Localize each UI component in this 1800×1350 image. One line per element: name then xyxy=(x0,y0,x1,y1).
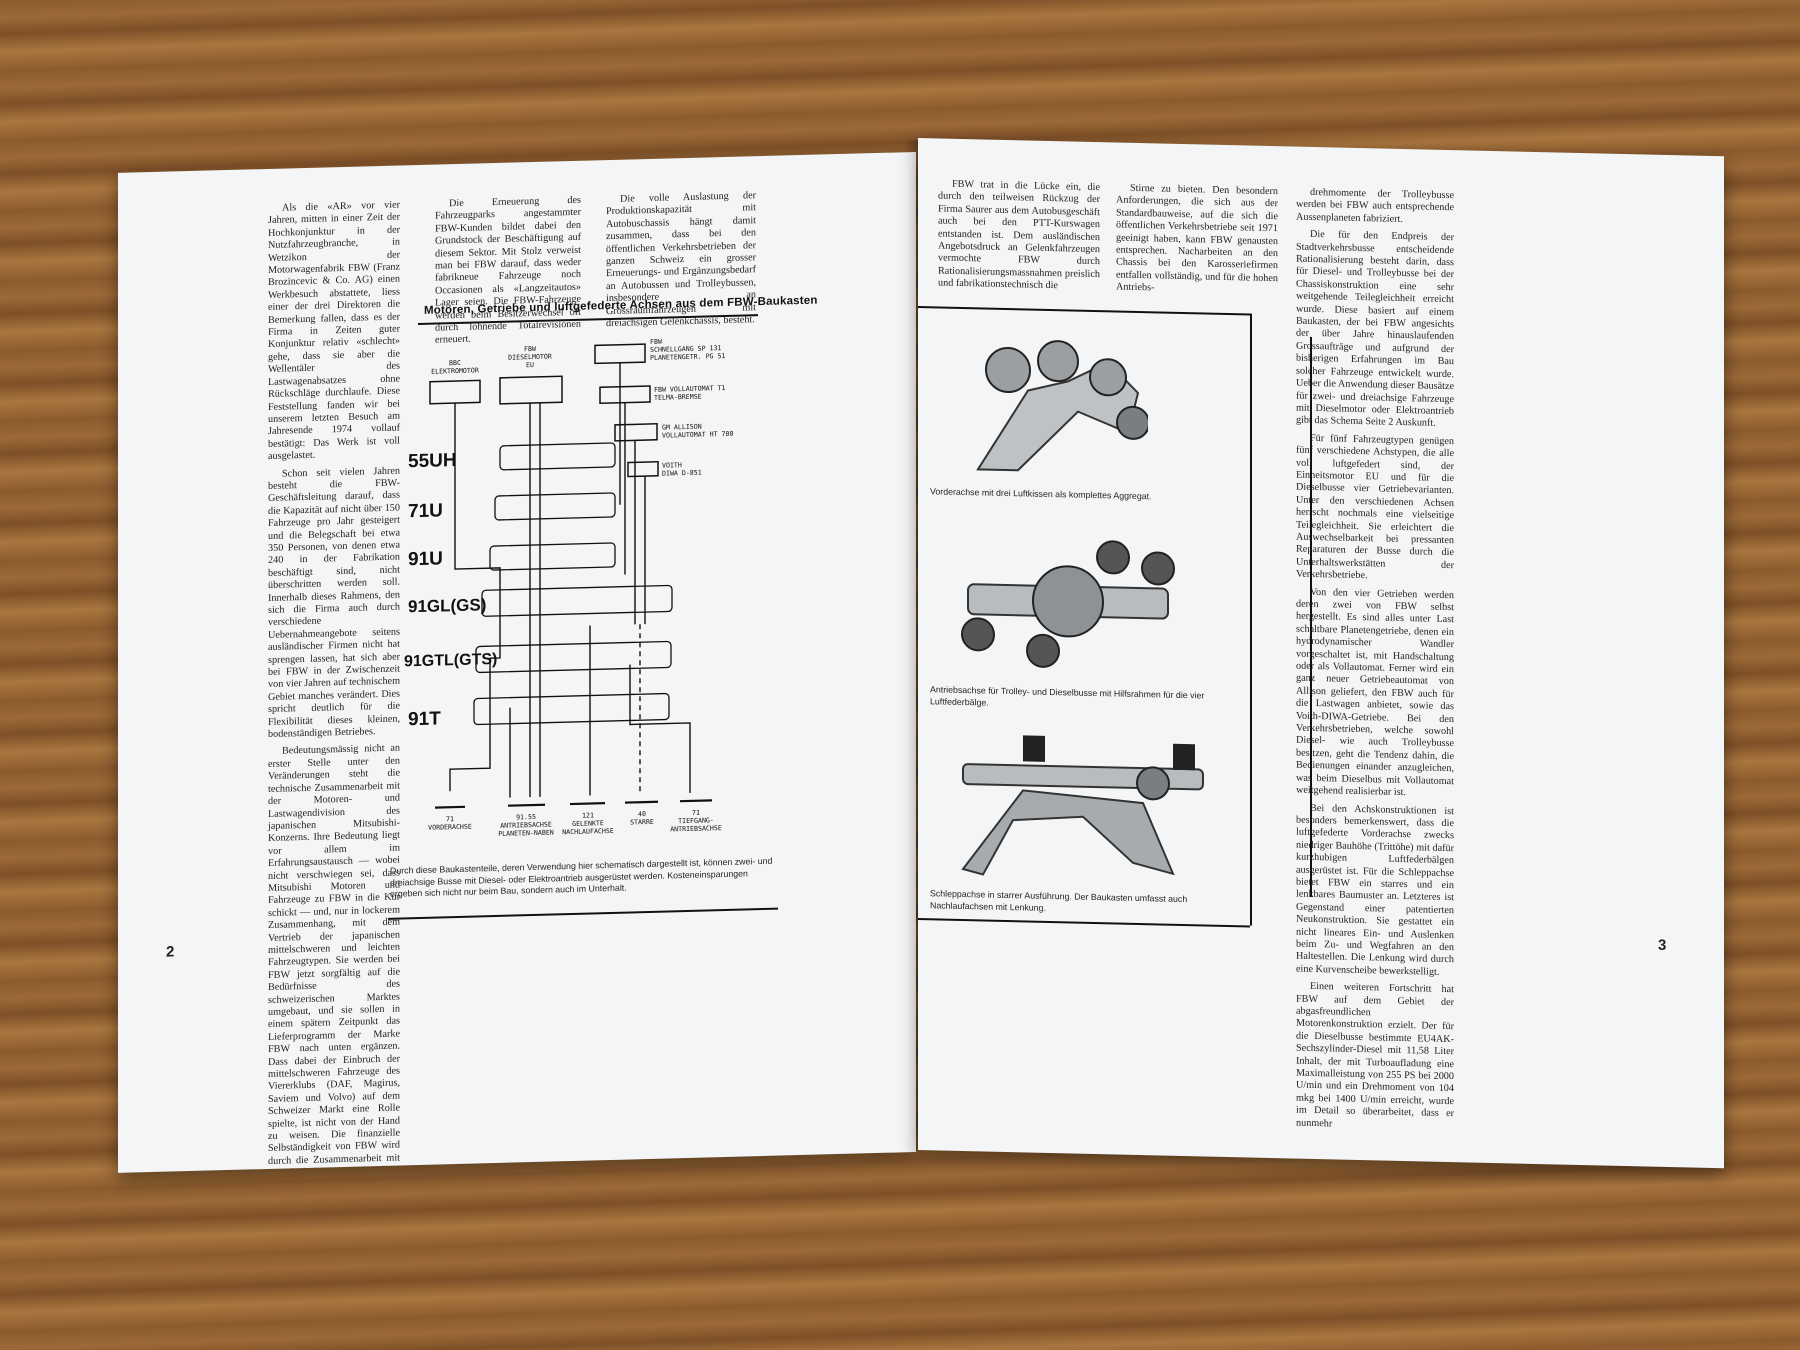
paragraph: Für fünf Fahrzeugtypen genügen fünf vers… xyxy=(1296,432,1454,582)
right-page-column-2: Stirne zu bieten. Den besondern Anforder… xyxy=(1116,182,1278,302)
model-label-71u: 71U xyxy=(408,500,443,523)
axle-label-tiefgang: 71 TIEFGANG- ANTRIEBSACHSE xyxy=(670,808,722,834)
paragraph: Bedeutungsmässig nicht an erster Stelle … xyxy=(268,742,400,1173)
model-label-55uh: 55UH xyxy=(408,450,457,473)
paragraph: Bei den Achskonstruktionen ist besonders… xyxy=(1296,802,1454,978)
model-label-91gtl: 91GTL(GTS) xyxy=(404,650,498,671)
luftkissen-3 xyxy=(1089,358,1127,397)
bbc-motor-shape xyxy=(429,379,481,405)
luftkissen-1 xyxy=(985,347,1031,394)
left-page: Als die «AR» vor vier Jahren, mitten in … xyxy=(118,152,916,1173)
paragraph: Als die «AR» vor vier Jahren, mitten in … xyxy=(268,199,400,463)
paragraph: Stirne zu bieten. Den besondern Anforder… xyxy=(1116,182,1278,294)
column-divider xyxy=(1310,336,1312,897)
luftfederbalg-1 xyxy=(961,617,995,652)
model-label-91u: 91U xyxy=(408,548,443,571)
photo-frame-top xyxy=(918,306,1250,316)
label-schnellgang: FBW SCHNELLGANG SP 131 PLANETENGETR. PG … xyxy=(650,337,726,362)
luftfederbalg-3 xyxy=(1096,540,1130,575)
model-label-91gl: 91GL(GS) xyxy=(408,595,487,617)
label-vollautomat: FBW VOLLAUTOMAT T1 TELMA-BREMSE xyxy=(654,383,726,402)
left-page-column-1: Als die «AR» vor vier Jahren, mitten in … xyxy=(268,199,400,1173)
diesel-motor-shape xyxy=(499,375,563,405)
schnellgang-shape xyxy=(594,343,646,365)
page-number-right: 3 xyxy=(1658,936,1667,954)
luftfederbalg-2 xyxy=(1026,633,1060,668)
paragraph: Die für den Endpreis der Stadtverkehrsbu… xyxy=(1296,229,1454,430)
luftkissen-2 xyxy=(1037,340,1079,383)
paragraph: FBW trat in die Lücke ein, die durch den… xyxy=(938,178,1100,292)
right-page: FBW trat in die Lücke ein, die durch den… xyxy=(918,138,1724,1169)
photo-frame-right xyxy=(1250,313,1252,926)
differential xyxy=(1032,565,1104,638)
label-allison: GM ALLISON VOLLAUTOMAT HT 700 xyxy=(662,422,734,440)
photo-caption-vorderachse: Vorderachse mit drei Luftkissen als komp… xyxy=(930,486,1152,502)
photo-frame-bottom xyxy=(918,918,1250,928)
photo-vorderachse xyxy=(976,340,1148,472)
vollautomat-shape xyxy=(599,385,651,405)
page-number-left: 2 xyxy=(166,943,175,961)
allison-shape xyxy=(614,423,658,442)
paragraph: Einen weiteren Fortschritt hat FBW auf d… xyxy=(1296,981,1454,1130)
paragraph: Schon seit vielen Jahren besteht die FBW… xyxy=(268,465,400,741)
diagram-caption: Durch diese Baukastenteile, deren Verwen… xyxy=(390,855,773,899)
photo-schleppachse xyxy=(961,735,1204,876)
nabe-rechts xyxy=(1136,766,1170,801)
voith-shape xyxy=(627,460,659,478)
label-bbc-elektromotor: BBC ELEKTROMOTOR xyxy=(431,358,479,376)
model-label-91t: 91T xyxy=(408,708,441,731)
photo-antriebsachse xyxy=(961,540,1175,668)
diagram-bottom-rule xyxy=(388,907,778,920)
diagram-schematic xyxy=(429,343,712,809)
radnabe xyxy=(1116,405,1148,440)
right-page-column-3: drehmomente der Trolleybusse werden bei … xyxy=(1296,187,1454,1139)
luftfederbalg-4 xyxy=(1141,551,1175,586)
paragraph: Die Erneuerung des Fahrzeugparks angesta… xyxy=(435,194,581,347)
right-page-column-1: FBW trat in die Lücke ein, die durch den… xyxy=(938,178,1100,298)
photo-caption-schleppachse: Schleppachse in starrer Ausführung. Der … xyxy=(930,888,1188,913)
label-voith: VOITH DIWA D-851 xyxy=(662,461,702,478)
baukasten-diagram: BBC ELEKTROMOTOR FBW DIESELMOTOR EU FBW … xyxy=(390,321,770,838)
federbalg-rechts xyxy=(1173,743,1195,771)
label-fbw-dieselmotor: FBW DIESELMOTOR EU xyxy=(508,344,552,370)
photo-caption-antriebsachse: Antriebsachse für Trolley- und Dieselbus… xyxy=(930,684,1205,708)
laengslenker xyxy=(961,789,1175,876)
axle-label-vorderachse: 71 VORDERACHSE xyxy=(428,815,472,832)
federbalg-links xyxy=(1023,735,1045,762)
paragraph: Von den vier Getrieben werden deren zwei… xyxy=(1296,586,1454,799)
paragraph: drehmomente der Trolleybusse werden bei … xyxy=(1296,186,1454,225)
